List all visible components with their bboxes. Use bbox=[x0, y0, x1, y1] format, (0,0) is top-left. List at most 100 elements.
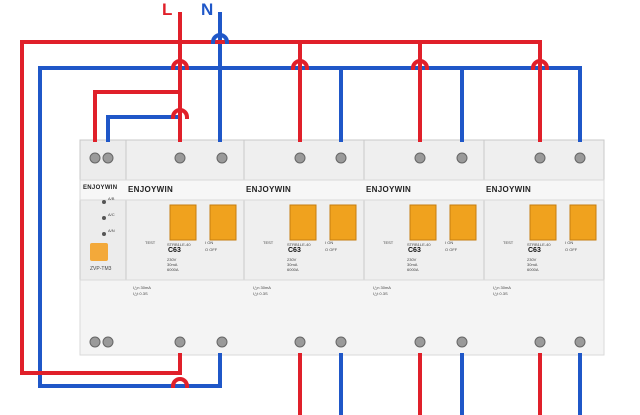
terminal-screw-icon bbox=[174, 336, 186, 348]
indicator-light-1 bbox=[102, 200, 106, 204]
terminal-screw-icon bbox=[89, 336, 101, 348]
breaker-3-spec-2: 30mA bbox=[407, 262, 418, 267]
terminal-screw-icon bbox=[102, 336, 114, 348]
neutral-terminal-label: N bbox=[201, 0, 214, 19]
breaker-2-rating-2: I△t 0.3S bbox=[253, 291, 268, 296]
terminal-screw-icon bbox=[216, 152, 228, 164]
monitor-indicator-2: A/C bbox=[108, 212, 115, 217]
breaker-2-model: C63 bbox=[288, 247, 301, 254]
breaker-4-model: C63 bbox=[528, 247, 541, 254]
breaker-toggle-handle[interactable] bbox=[289, 204, 317, 241]
breaker-3-spec-1: 230V bbox=[407, 257, 417, 262]
breaker-row bbox=[79, 139, 605, 356]
breaker-toggle-handle[interactable] bbox=[409, 204, 437, 241]
monitor-indicator-3: A/N bbox=[108, 228, 115, 233]
terminal-screw-icon bbox=[534, 336, 546, 348]
breaker-4-series: STRB1LE-40 bbox=[527, 242, 551, 247]
breaker-3-model: C63 bbox=[408, 247, 421, 254]
breaker-4-spec-1: 230V bbox=[527, 257, 537, 262]
terminal-screw-icon bbox=[335, 336, 347, 348]
hop-monitor bbox=[170, 108, 190, 120]
breaker-3-rating-1: I△n 30mA bbox=[373, 285, 391, 290]
breaker-1-off: O OFF bbox=[205, 247, 218, 252]
breaker-2-spec-1: 230V bbox=[287, 257, 297, 262]
hop-drop2 bbox=[290, 59, 310, 71]
monitor-neutral-wire bbox=[106, 115, 182, 142]
breaker-4-on: I ON bbox=[565, 240, 574, 245]
indicator-light-3 bbox=[102, 232, 106, 236]
breaker-3-rating-2: I△t 0.3S bbox=[373, 291, 388, 296]
breaker-2-test-label: TEST bbox=[263, 240, 274, 245]
monitor-line-wire bbox=[93, 90, 182, 142]
hop-drop3 bbox=[410, 59, 430, 71]
breaker-toggle-handle[interactable] bbox=[529, 204, 557, 241]
breaker-1-spec-2: 30mA bbox=[167, 262, 178, 267]
terminal-screw-icon bbox=[294, 336, 306, 348]
breaker-3-test-label: TEST bbox=[383, 240, 394, 245]
hop-line-over-neutral bbox=[170, 59, 190, 71]
breaker-2-series: STRB1LE-40 bbox=[287, 242, 311, 247]
breaker-3-brand: ENJOYWIN bbox=[366, 185, 412, 194]
line-terminal-label: L bbox=[162, 0, 173, 19]
hop-drop4 bbox=[530, 59, 550, 71]
terminal-screw-icon bbox=[335, 152, 347, 164]
terminal-screw-icon bbox=[414, 152, 426, 164]
indicator-light-2 bbox=[102, 216, 106, 220]
terminal-screw-icon bbox=[534, 152, 546, 164]
terminal-screw-icon bbox=[456, 336, 468, 348]
line-bus-wire bbox=[178, 40, 542, 142]
terminal-screw-icon bbox=[574, 152, 586, 164]
breaker-2-rating-1: I△n 30mA bbox=[253, 285, 271, 290]
breaker-toggle-handle[interactable] bbox=[329, 204, 357, 241]
breaker-2-spec-3: 6000A bbox=[287, 267, 299, 272]
breaker-toggle-handle[interactable] bbox=[209, 204, 237, 241]
breaker-4-spec-2: 30mA bbox=[527, 262, 538, 267]
breaker-1-spec-1: 230V bbox=[167, 257, 177, 262]
line-return-left bbox=[20, 40, 182, 375]
terminal-screw-icon bbox=[456, 152, 468, 164]
neutral-bus-wire bbox=[218, 66, 582, 142]
neutral-return-left bbox=[38, 66, 182, 388]
terminal-screws bbox=[89, 152, 586, 348]
breaker-handles bbox=[169, 204, 597, 241]
terminal-screw-icon bbox=[89, 152, 101, 164]
monitor-caption: ZVP-TM3 bbox=[90, 266, 112, 272]
breaker-4-off: O OFF bbox=[565, 247, 578, 252]
monitor-indicator-1: A/B bbox=[108, 196, 115, 201]
terminal-screw-icon bbox=[294, 152, 306, 164]
breaker-2-brand: ENJOYWIN bbox=[246, 185, 292, 194]
breaker-toggle-handle[interactable] bbox=[169, 204, 197, 241]
wires bbox=[20, 12, 582, 415]
breaker-toggle-handle[interactable] bbox=[449, 204, 477, 241]
breaker-1-spec-3: 6000A bbox=[167, 267, 179, 272]
breaker-4-rating-1: I△n 30mA bbox=[493, 285, 511, 290]
monitor-test-button[interactable] bbox=[90, 243, 108, 261]
terminal-screw-icon bbox=[174, 152, 186, 164]
breaker-1-test-label: TEST bbox=[145, 240, 156, 245]
breaker-4-test-label: TEST bbox=[503, 240, 514, 245]
breaker-3-off: O OFF bbox=[445, 247, 458, 252]
breaker-1-brand: ENJOYWIN bbox=[128, 185, 174, 194]
breaker-4-spec-3: 6000A bbox=[527, 267, 539, 272]
breaker-1-series: STRB1LE-40 bbox=[167, 242, 191, 247]
terminal-screw-icon bbox=[574, 336, 586, 348]
breaker-2-off: O OFF bbox=[325, 247, 338, 252]
neutral-return-bottom bbox=[178, 353, 222, 388]
terminal-screw-icon bbox=[102, 152, 114, 164]
breaker-2-spec-2: 30mA bbox=[287, 262, 298, 267]
breaker-1-rating-1: I△n 30mA bbox=[133, 285, 151, 290]
terminal-screw-icon bbox=[216, 336, 228, 348]
breaker-3-on: I ON bbox=[445, 240, 454, 245]
breaker-1-on: I ON bbox=[205, 240, 214, 245]
breaker-3-spec-3: 6000A bbox=[407, 267, 419, 272]
terminal-screw-icon bbox=[414, 336, 426, 348]
breaker-4-brand: ENJOYWIN bbox=[486, 185, 532, 194]
breaker-1-model: C63 bbox=[168, 247, 181, 254]
breaker-3-series: STRB1LE-40 bbox=[407, 242, 431, 247]
hop-neutral-over-line bbox=[210, 33, 230, 45]
breaker-4-rating-2: I△t 0.3S bbox=[493, 291, 508, 296]
breaker-toggle-handle[interactable] bbox=[569, 204, 597, 241]
hop-bottom bbox=[170, 377, 190, 389]
